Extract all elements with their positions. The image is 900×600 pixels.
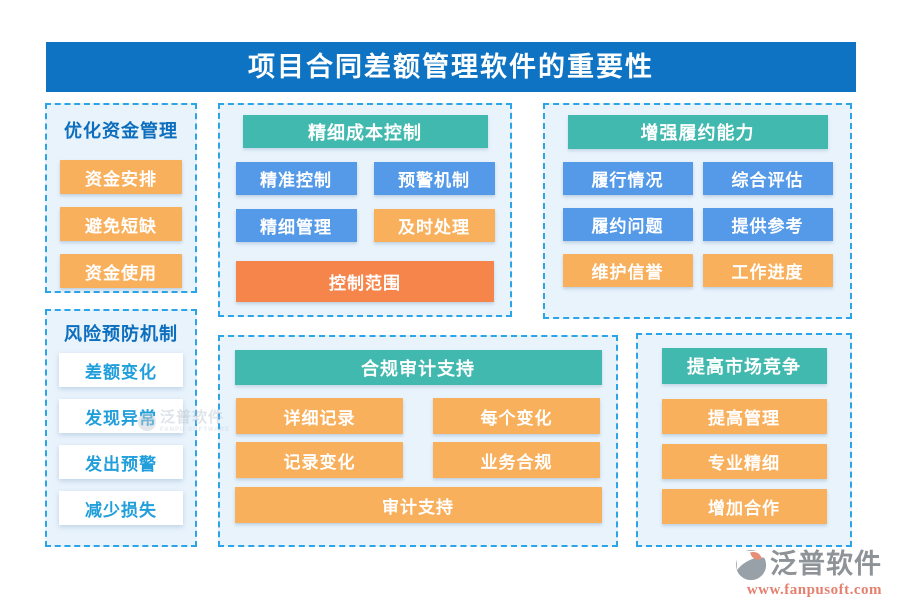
- item-maintain-reputation: 维护信誉: [562, 254, 693, 287]
- perform-row-1: 履行情况 综合评估: [562, 162, 833, 195]
- item-performance-issues: 履约问题: [562, 208, 693, 241]
- footer-brand: 泛普软件 www.fanpusoft.com: [735, 549, 882, 599]
- item-fund-arrangement: 资金安排: [60, 160, 182, 194]
- panel-audit-support: 合规审计支持 详细记录 每个变化 记录变化 业务合规 审计支持: [218, 335, 618, 547]
- item-detailed-records: 详细记录: [236, 398, 403, 434]
- item-record-changes: 记录变化: [236, 442, 403, 478]
- panel-fund-title: 优化资金管理: [64, 121, 178, 141]
- panel-perform-header: 增强履约能力: [567, 115, 828, 149]
- item-comprehensive-evaluation: 综合评估: [702, 162, 833, 195]
- item-audit-support: 审计支持: [234, 487, 602, 523]
- item-professional-refinement: 专业精细: [661, 444, 827, 479]
- panel-market-competition: 提高市场竞争 提高管理 专业精细 增加合作: [636, 333, 852, 547]
- page-title: 项目合同差额管理软件的重要性: [46, 42, 856, 92]
- item-timely-handling: 及时处理: [373, 209, 495, 242]
- fanpu-logo-icon: [735, 549, 767, 580]
- item-increase-cooperation: 增加合作: [661, 489, 827, 524]
- fanpu-logo-text: 泛普软件: [770, 549, 882, 579]
- item-business-compliance: 业务合规: [433, 442, 600, 478]
- item-every-change: 每个变化: [433, 398, 600, 434]
- item-work-progress: 工作进度: [702, 254, 833, 287]
- item-control-scope: 控制范围: [236, 261, 494, 302]
- item-difference-change: 差额变化: [59, 353, 183, 387]
- panel-performance-capability: 增强履约能力 履行情况 综合评估 履约问题 提供参考 维护信誉 工作进度: [543, 103, 852, 319]
- item-performance-status: 履行情况: [562, 162, 693, 195]
- panel-fund-management: 优化资金管理 资金安排 避免短缺 资金使用: [45, 103, 197, 293]
- panel-cost-control: 精细成本控制 精准控制 预警机制 精细管理 及时处理 控制范围: [218, 103, 512, 317]
- panel-market-header: 提高市场竞争: [661, 348, 827, 384]
- perform-row-3: 维护信誉 工作进度: [562, 254, 833, 287]
- panel-risk-title: 风险预防机制: [64, 324, 178, 344]
- panel-risk-prevention: 风险预防机制 差额变化 发现异常 发出预警 减少损失: [45, 309, 197, 547]
- item-precise-control: 精准控制: [235, 162, 357, 195]
- item-fine-management: 精细管理: [235, 209, 357, 242]
- cost-row-2: 精细管理 及时处理: [235, 209, 495, 242]
- item-avoid-shortage: 避免短缺: [60, 207, 182, 241]
- item-issue-warning: 发出预警: [59, 445, 183, 479]
- panel-audit-header: 合规审计支持: [234, 350, 602, 385]
- item-reduce-loss: 减少损失: [59, 491, 183, 525]
- panel-cost-header: 精细成本控制: [242, 115, 488, 148]
- item-detect-anomaly: 发现异常: [59, 399, 183, 433]
- audit-row-1: 详细记录 每个变化: [236, 398, 600, 434]
- audit-row-2: 记录变化 业务合规: [236, 442, 600, 478]
- item-provide-reference: 提供参考: [702, 208, 833, 241]
- fanpu-logo-url: www.fanpusoft.com: [746, 581, 882, 598]
- perform-row-2: 履约问题 提供参考: [562, 208, 833, 241]
- item-improve-management: 提高管理: [661, 399, 827, 434]
- item-fund-usage: 资金使用: [60, 254, 182, 288]
- cost-row-1: 精准控制 预警机制: [235, 162, 495, 195]
- item-warning-mechanism: 预警机制: [373, 162, 495, 195]
